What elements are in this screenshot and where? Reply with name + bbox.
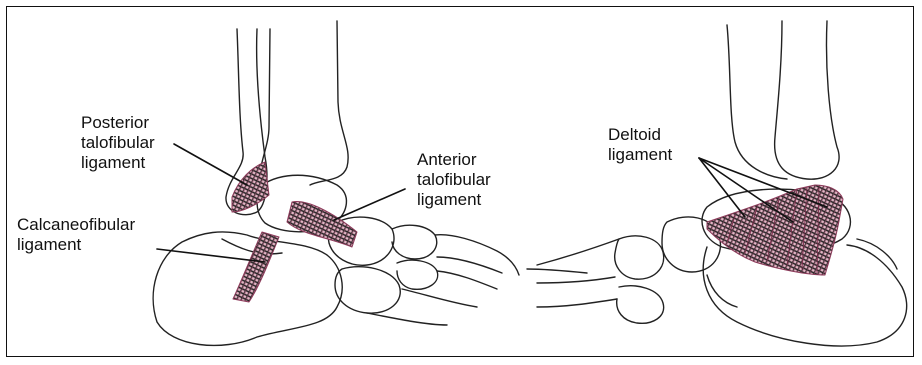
deltoid-label: Deltoid ligament	[608, 125, 672, 165]
anterior-talofibular-ligament	[287, 202, 357, 247]
posterior-talofibular-label: Posterior talofibular ligament	[81, 113, 155, 173]
calcaneofibular-label: Calcaneofibular ligament	[17, 215, 135, 255]
deltoid-ligament	[707, 185, 843, 275]
medial-ankle-bones	[527, 21, 907, 346]
anterior-talofibular-label: Anterior talofibular ligament	[417, 150, 491, 210]
posterior-talofibular-leader	[174, 144, 247, 185]
calcaneofibular-ligament	[233, 232, 279, 302]
diagram-frame: Posterior talofibular ligament Calcaneof…	[6, 6, 914, 357]
